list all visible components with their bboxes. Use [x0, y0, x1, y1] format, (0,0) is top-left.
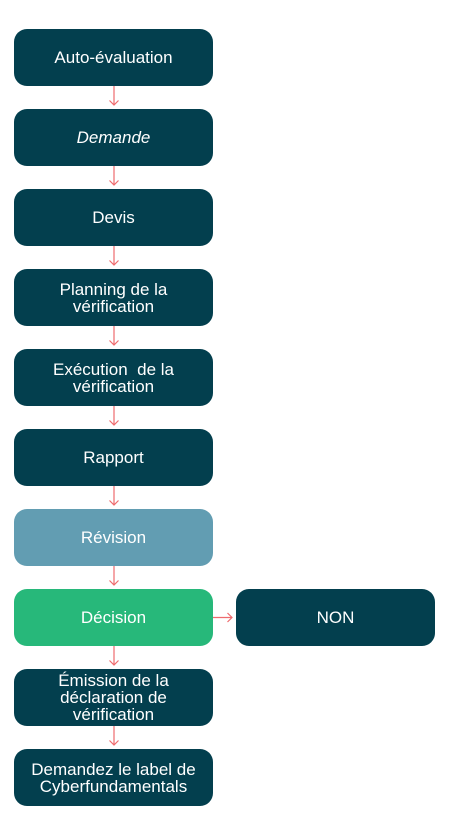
step-label: Rapport	[83, 448, 144, 467]
step-label: Décision	[80, 608, 147, 627]
arrow-7	[109, 566, 119, 586]
step-label: Demandez le label de Cyberfundamentals	[31, 759, 196, 796]
arrow-3	[109, 246, 119, 266]
step-execution: Exécution de la vérification	[14, 349, 213, 406]
arrow-5	[109, 406, 119, 426]
arrow-1	[109, 86, 119, 106]
arrow-2	[109, 166, 119, 186]
step-rapport: Rapport	[14, 429, 213, 486]
branch-non: NON	[236, 589, 435, 646]
step-auto-evaluation: Auto-évaluation	[14, 29, 213, 86]
branch-label: NON	[316, 608, 355, 627]
arrow-4	[109, 326, 119, 346]
step-devis: Devis	[14, 189, 213, 246]
step-emission: Émission de la déclaration de vérificati…	[14, 669, 213, 726]
step-label: Révision	[80, 528, 147, 547]
step-label: Auto-évaluation	[54, 48, 173, 67]
step-label: Demande	[76, 128, 151, 147]
step-revision: Révision	[14, 509, 213, 566]
step-demande: Demande	[14, 109, 213, 166]
step-decision: Décision	[14, 589, 213, 646]
step-label: Exécution de la vérification	[53, 359, 179, 396]
step-label-cyberfundamentals: Demandez le label de Cyberfundamentals	[14, 749, 213, 806]
step-label: Devis	[92, 208, 135, 227]
step-label: Planning de la vérification	[59, 279, 168, 316]
step-label: Émission de la déclaration de vérificati…	[58, 671, 169, 724]
arrow-9	[109, 726, 119, 746]
step-planning: Planning de la vérification	[14, 269, 213, 326]
arrow-8	[109, 646, 119, 666]
arrow-branch	[213, 612, 233, 623]
arrow-6	[109, 486, 119, 506]
